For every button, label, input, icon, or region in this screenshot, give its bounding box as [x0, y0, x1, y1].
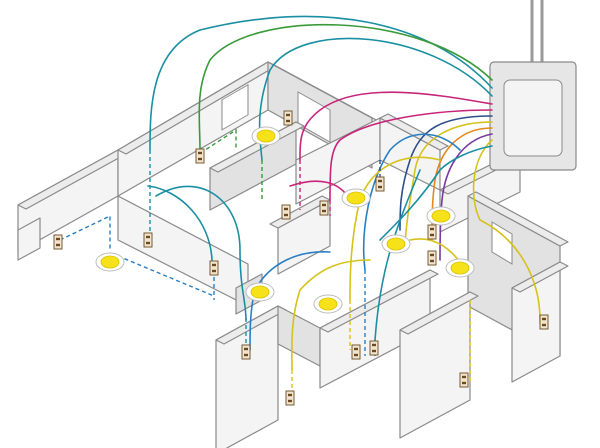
wall-left-end: [17, 217, 41, 261]
ceiling-light: [426, 206, 456, 226]
wall-outlet: [427, 224, 437, 240]
wall-outlet: [53, 234, 63, 250]
ceiling-light: [251, 126, 281, 146]
wire-purple: [439, 133, 493, 261]
panel-door: [503, 79, 563, 157]
electrical-panel: [489, 0, 577, 171]
wire-green-top: [198, 23, 493, 151]
wall-outlet: [351, 344, 361, 360]
wire-yellow-a: [404, 121, 493, 251]
wall-outlet: [143, 232, 153, 248]
wall-front-center-a: [277, 305, 321, 367]
wall-right-front-top: [511, 261, 569, 293]
window-right: [491, 221, 513, 265]
wall-outlet: [427, 250, 437, 266]
ceiling-light: [445, 258, 475, 278]
wall-outlet: [369, 340, 379, 356]
wall-outlet: [281, 204, 291, 220]
dash-blue-1: [59, 214, 111, 250]
wire-navy: [399, 115, 493, 231]
wall-left-room-floor: [117, 195, 249, 307]
wire-yellow-d: [291, 259, 371, 371]
wire-blue-a: [362, 133, 461, 271]
wall-outlet: [375, 176, 385, 192]
wall-outlet: [283, 110, 293, 126]
wall-outlet: [285, 390, 295, 406]
wall-outlets: [53, 110, 549, 406]
ceiling-light: [95, 252, 125, 272]
wire-teal-left-b: [147, 185, 213, 261]
wall-outlet: [319, 200, 329, 216]
walls: [17, 61, 569, 448]
wire-yellow-b: [472, 139, 541, 321]
wire-magenta-a: [299, 91, 493, 161]
ceiling-light: [313, 294, 343, 314]
wire-magenta-b: [329, 109, 493, 201]
ceiling-light: [245, 282, 275, 302]
window-upper-right: [297, 91, 331, 143]
window-upper: [221, 84, 249, 131]
wire-teal-c: [379, 145, 493, 241]
wall-outlet: [209, 260, 219, 276]
wall-front-right-top: [399, 291, 479, 335]
wire-yellow-e: [409, 238, 461, 263]
wire-teal-left: [155, 185, 247, 321]
wall-outlet: [459, 372, 469, 388]
ceiling-light: [341, 188, 371, 208]
ceiling-light: [381, 234, 411, 254]
ceiling-lights: [95, 126, 475, 314]
wall-outlet: [241, 344, 251, 360]
wall-outlet: [539, 314, 549, 330]
dash-blue-2: [117, 255, 215, 297]
wall-outlet: [195, 148, 205, 164]
